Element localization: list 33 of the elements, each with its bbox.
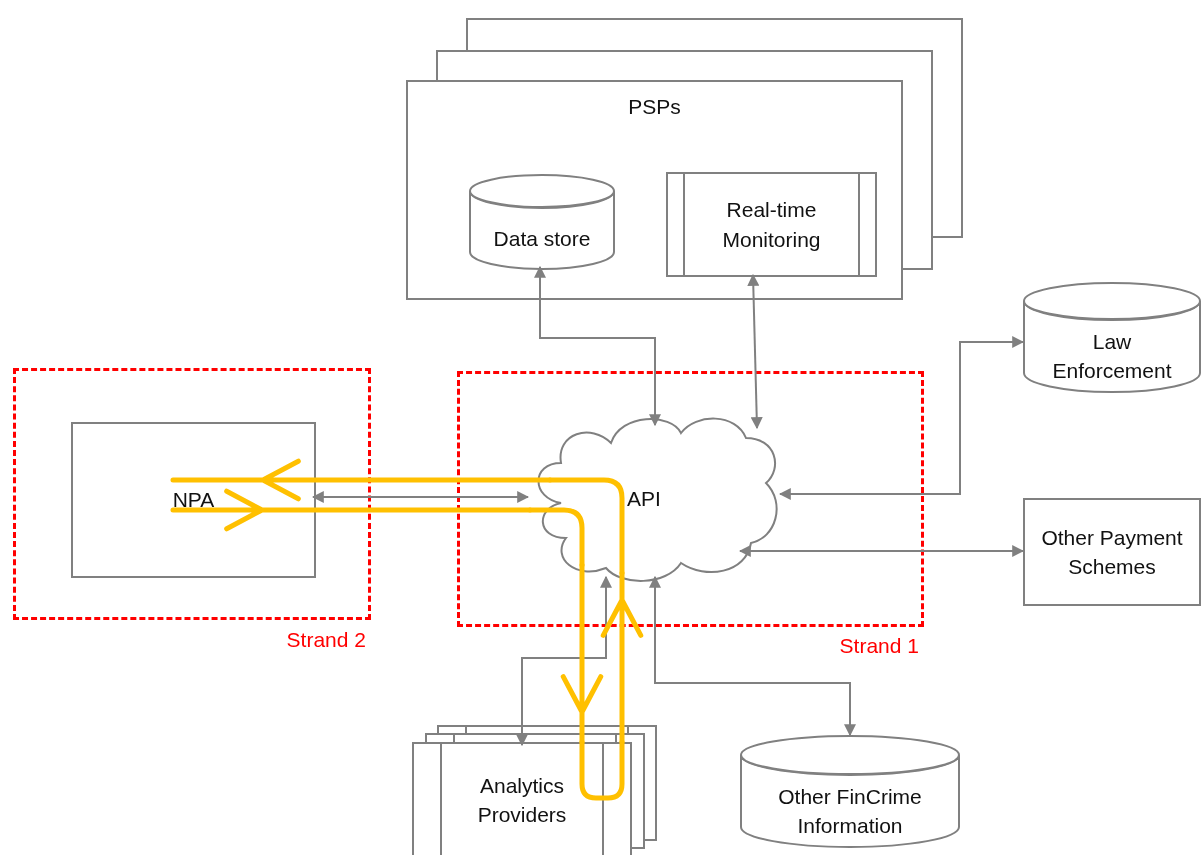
database-cylinder	[1023, 282, 1201, 392]
bidirectional-arrow	[649, 575, 856, 737]
flow-path	[170, 458, 553, 502]
process-box	[666, 172, 877, 277]
database-cylinder	[469, 174, 615, 269]
flow-path	[170, 488, 533, 532]
node-label: Analytics Providers	[476, 772, 568, 828]
process-box	[71, 422, 316, 578]
bidirectional-arrow	[738, 545, 1025, 557]
node-label: Data store	[493, 225, 591, 252]
node-label: PSPs	[628, 94, 681, 120]
group-label: Strand 2	[286, 628, 366, 652]
stacked-box	[406, 80, 903, 300]
node-label: NPA	[172, 487, 215, 514]
flow-path	[579, 739, 625, 801]
database-cylinder	[740, 735, 960, 847]
flow-path	[547, 477, 625, 576]
bidirectional-arrow	[747, 273, 763, 430]
node-label: Other FinCrime Information	[777, 783, 923, 839]
bidirectional-arrow	[778, 336, 1025, 500]
flow-path	[600, 570, 644, 745]
node-label: API	[627, 487, 661, 510]
process-box	[1023, 498, 1201, 606]
node-label: Other Payment Schemes	[1040, 524, 1184, 580]
group-label: Strand 1	[839, 634, 919, 658]
node-label: Law Enforcement	[1051, 328, 1173, 384]
flow-path	[560, 562, 604, 745]
flow-path	[527, 507, 585, 568]
bidirectional-arrow	[534, 265, 661, 427]
node-label: Real-time Monitoring	[721, 197, 822, 253]
bidirectional-arrow	[311, 491, 530, 503]
process-box	[412, 742, 632, 855]
bidirectional-arrow	[516, 575, 612, 747]
